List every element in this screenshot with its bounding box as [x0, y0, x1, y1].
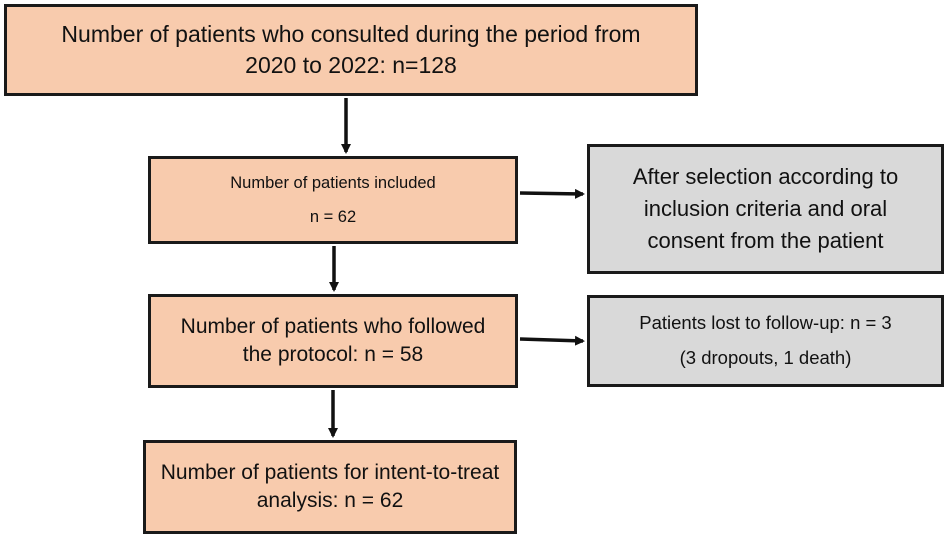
itt-line-2: analysis: n = 62 — [256, 489, 404, 512]
included-line-1: Number of patients included — [230, 173, 436, 192]
protocol-line-2: the protocol: n = 58 — [242, 343, 424, 366]
box-patients-included: Number of patients included n = 62 — [148, 156, 518, 244]
lost-line-1: Patients lost to follow-up: n = 3 — [639, 312, 892, 334]
lost-line-2: (3 dropouts, 1 death) — [679, 347, 852, 368]
selection-line-1: After selection according to — [632, 164, 899, 190]
selection-line-2: inclusion criteria and oral — [643, 196, 888, 222]
box-intent-to-treat: Number of patients for intent-to-treat a… — [143, 440, 517, 534]
box-patients-followed-protocol: Number of patients who followed the prot… — [148, 294, 518, 388]
arrow-included-to-selection — [519, 188, 585, 199]
box-lost-to-follow-up: Patients lost to follow-up: n = 3 (3 dro… — [587, 295, 944, 387]
box-selection-criteria: After selection according to inclusion c… — [587, 144, 944, 274]
included-line-2: n = 62 — [309, 208, 357, 226]
selection-line-3: consent from the patient — [647, 227, 884, 253]
consulted-line-2: 2020 to 2022: n=128 — [245, 52, 457, 78]
box-patients-consulted: Number of patients who consulted during … — [4, 4, 698, 96]
protocol-line-1: Number of patients who followed — [180, 314, 486, 338]
consulted-line-1: Number of patients who consulted during … — [61, 20, 641, 47]
arrow-protocol-to-lost — [519, 335, 585, 346]
itt-line-1: Number of patients for intent-to-treat — [160, 460, 500, 484]
